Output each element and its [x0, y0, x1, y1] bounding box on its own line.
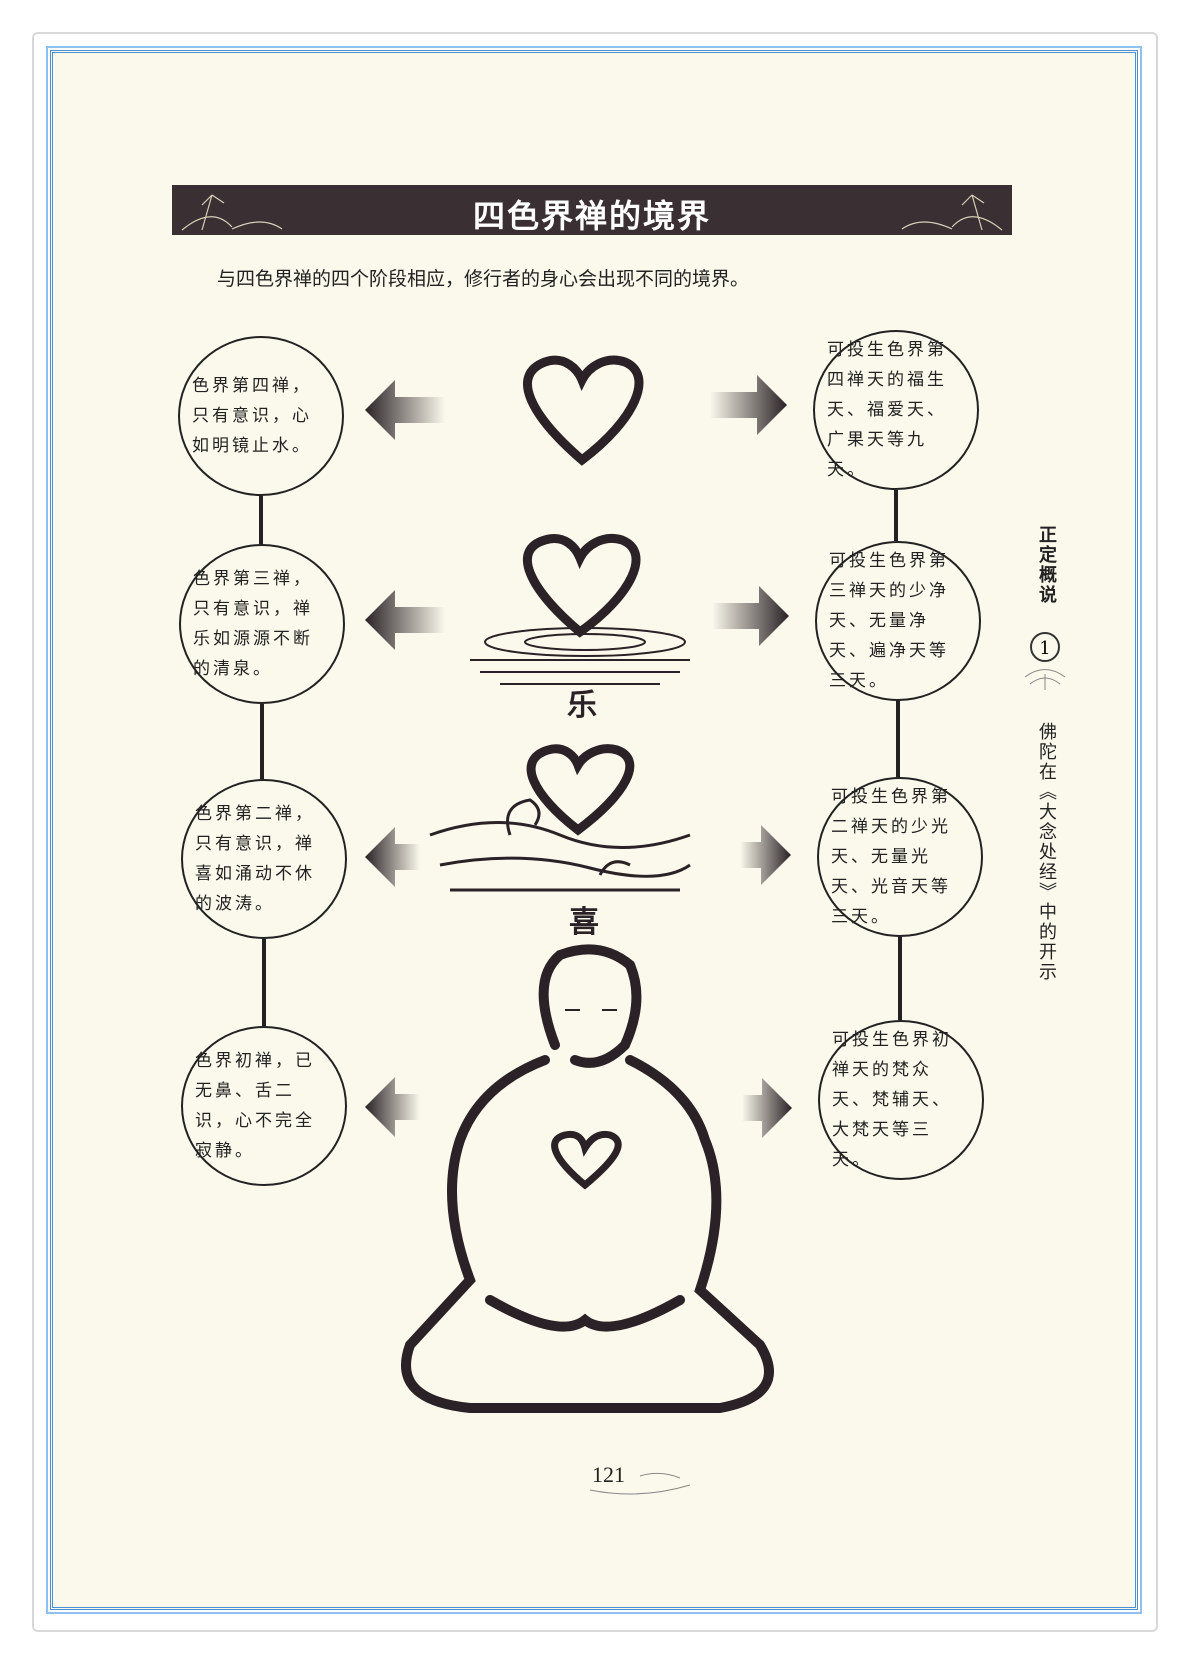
- label-le: 乐: [567, 688, 597, 723]
- arrow-left-icon: [365, 590, 445, 650]
- right-state-4: 可投生色界第四禅天的福生天、福爱天、广果天等九天。: [813, 330, 979, 490]
- page-number-ornament-icon: [589, 1472, 691, 1495]
- left-state-2: 色界第二禅，只有意识，禅喜如涌动不休的波涛。: [181, 779, 347, 939]
- connector-line: [894, 490, 898, 541]
- right-state-2: 可投生色界第二禅天的少光天、无量光天、光音天等三天。: [817, 777, 983, 937]
- meditating-figure-icon: [401, 944, 774, 1413]
- connector-line: [259, 496, 263, 544]
- left-state-1: 色界初禅，已无鼻、舌二识，心不完全寂静。: [181, 1026, 347, 1186]
- left-state-3: 色界第三禅，只有意识，禅乐如源源不断的清泉。: [179, 544, 345, 704]
- right-state-3: 可投生色界第三禅天的少净天、无量净天、遍净天等三天。: [815, 541, 981, 701]
- label-xi: 喜: [569, 905, 599, 940]
- banner-decoration-icon: [181, 194, 1003, 231]
- page-number: 121: [592, 1462, 625, 1487]
- arrow-right-icon: [710, 375, 787, 435]
- title-banner: 四色界禅的境界: [172, 185, 1012, 235]
- arrow-right-icon: [712, 586, 789, 646]
- left-state-text: 色界第二禅，只有意识，禅喜如涌动不休的波涛。: [195, 804, 315, 914]
- waves-icon: [429, 798, 691, 892]
- left-state-text: 色界初禅，已无鼻、舌二识，心不完全寂静。: [195, 1051, 315, 1161]
- right-state-text: 可投生色界初禅天的梵众天、梵辅天、大梵天等三天。: [832, 1030, 952, 1170]
- heart-mirror-icon: [523, 355, 644, 466]
- connector-line: [898, 937, 902, 1020]
- page-title: 四色界禅的境界: [472, 197, 711, 235]
- left-state-text: 色界第四禅，只有意识，心如明镜止水。: [192, 376, 312, 456]
- water-ripples-icon: [470, 627, 690, 685]
- page-subtitle: 与四色界禅的四个阶段相应，修行者的身心会出现不同的境界。: [217, 268, 750, 290]
- left-state-text: 色界第三禅，只有意识，禅乐如源源不断的清泉。: [193, 569, 313, 679]
- arrow-left-icon: [365, 380, 445, 440]
- lotus-ornament-icon: [1024, 669, 1066, 690]
- arrow-right-icon: [740, 825, 791, 885]
- chapter-number: 1: [1030, 632, 1060, 662]
- left-state-4: 色界第四禅，只有意识，心如明镜止水。: [178, 336, 344, 496]
- arrow-left-icon: [365, 1077, 420, 1137]
- arrow-right-icon: [742, 1078, 792, 1138]
- heart-spring-icon: [523, 534, 641, 638]
- section-title: 佛陀在《大念处经》中的开示: [1036, 722, 1057, 982]
- right-state-text: 可投生色界第二禅天的少光天、无量光天、光音天等三天。: [831, 787, 951, 927]
- connector-line: [262, 939, 266, 1026]
- arrow-left-icon: [365, 827, 420, 887]
- right-state-1: 可投生色界初禅天的梵众天、梵辅天、大梵天等三天。: [818, 1020, 984, 1180]
- chapter-title: 正定概说: [1036, 525, 1057, 605]
- connector-line: [260, 704, 264, 779]
- right-state-text: 可投生色界第三禅天的少净天、无量净天、遍净天等三天。: [829, 551, 949, 691]
- connector-line: [896, 701, 900, 777]
- heart-wave-icon: [526, 744, 635, 836]
- right-state-text: 可投生色界第四禅天的福生天、福爱天、广果天等九天。: [827, 340, 947, 480]
